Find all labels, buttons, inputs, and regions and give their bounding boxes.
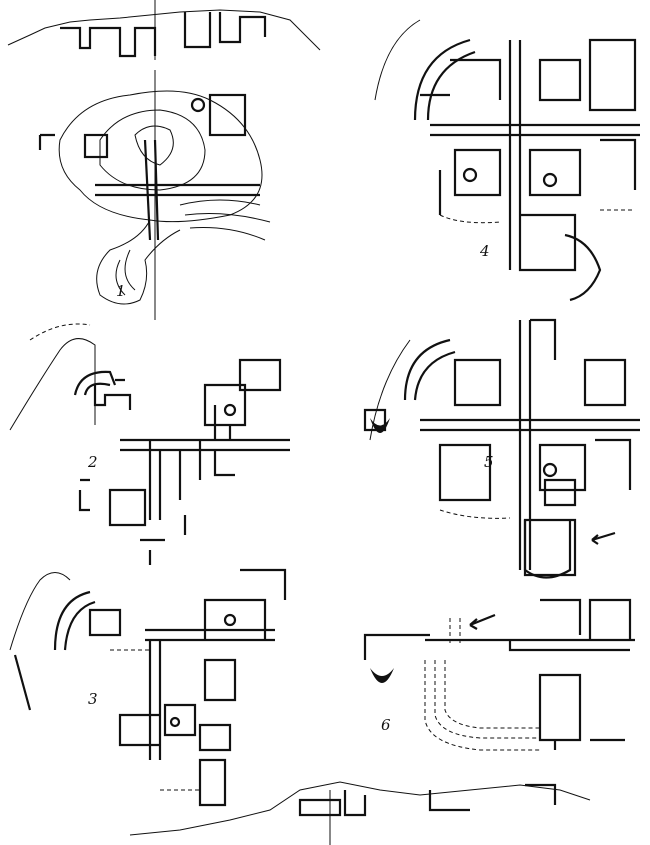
plan-label-4: 4 [480, 242, 490, 260]
plan-label-3: 3 [88, 690, 98, 708]
plan-5 [363, 318, 640, 579]
plan-label-2: 2 [88, 453, 98, 471]
plan-3 [9, 568, 287, 807]
plan-1-topography [38, 70, 271, 320]
plan-4 [374, 19, 640, 302]
plan-2 [9, 323, 290, 565]
section-profile-top [7, 0, 321, 60]
plan-6 [363, 598, 635, 751]
plan-label-1: 1 [116, 282, 126, 300]
section-profile-bottom [129, 781, 591, 845]
plan-label-5: 5 [484, 453, 494, 471]
plan-label-6: 6 [381, 716, 391, 734]
